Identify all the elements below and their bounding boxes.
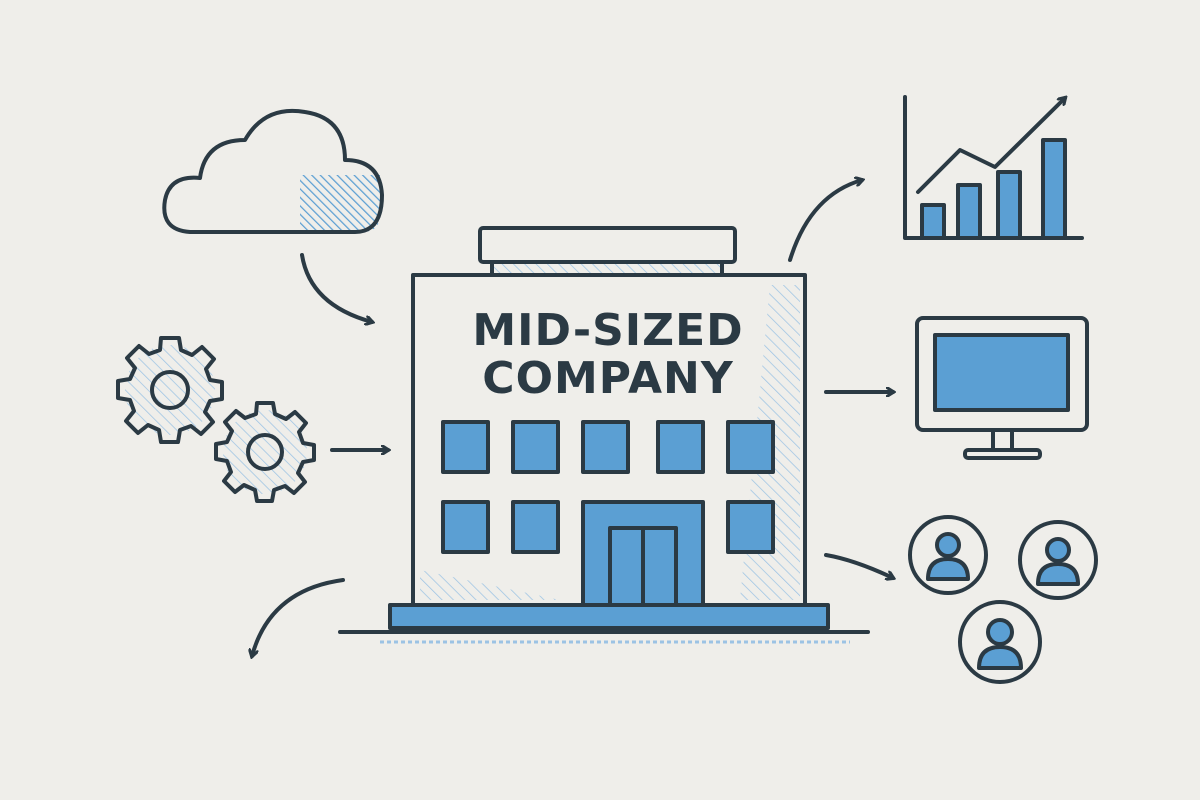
arrow-building-to-chart xyxy=(788,180,862,262)
arrow-building-out-left xyxy=(252,578,345,656)
people-icon xyxy=(908,515,1098,684)
monitor-icon xyxy=(915,316,1089,460)
building-label-line2: COMPANY xyxy=(482,353,734,404)
building-icon: MID-SIZED COMPANY xyxy=(338,226,870,644)
windows xyxy=(441,420,775,554)
arrow-building-to-people xyxy=(824,553,893,578)
door xyxy=(581,500,705,607)
bar-chart-icon xyxy=(903,95,1084,240)
arrow-cloud-to-building xyxy=(300,253,372,322)
cloud-icon xyxy=(162,108,384,234)
gears-icon xyxy=(116,336,316,503)
building-label-line1: MID-SIZED xyxy=(472,305,743,356)
